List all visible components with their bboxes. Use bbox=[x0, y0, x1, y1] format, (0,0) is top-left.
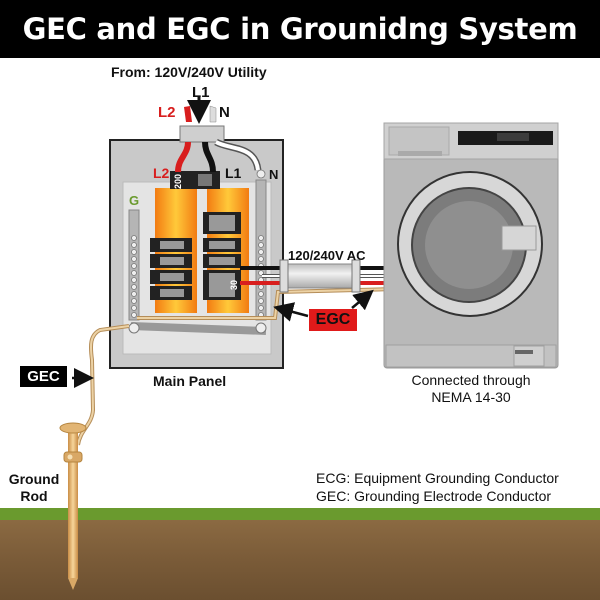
utility-source-label: From: 120V/240V Utility bbox=[111, 64, 267, 80]
page-title: GEC and EGC in Grounidng System bbox=[22, 12, 578, 46]
panel-terminal-l1: L1 bbox=[225, 165, 242, 181]
label-l2-top: L2 bbox=[158, 104, 176, 121]
wire-neutral bbox=[215, 140, 260, 171]
egc-tag: EGC bbox=[309, 309, 357, 331]
wire-l1 bbox=[202, 141, 216, 173]
washing-machine bbox=[383, 122, 559, 369]
main-panel: 30 200 bbox=[109, 139, 284, 369]
legend-egc: ECG: Equipment Grounding Conductor bbox=[316, 470, 559, 486]
egc-arrow-left bbox=[273, 302, 309, 322]
label-n-top: N bbox=[219, 104, 230, 121]
neutral-bar-label: N bbox=[269, 167, 279, 182]
wire-l2 bbox=[175, 141, 191, 173]
appliance-caption-line1: Connected through bbox=[411, 372, 531, 388]
title-bar bbox=[0, 0, 600, 58]
egc-arrow-right bbox=[351, 289, 374, 311]
soil bbox=[0, 520, 600, 600]
branch-breaker-rating: 30 bbox=[229, 280, 239, 290]
bonding-strap bbox=[130, 322, 267, 335]
service-entrance bbox=[179, 97, 225, 143]
main-panel-label: Main Panel bbox=[153, 373, 227, 389]
conduit-fitting-right bbox=[351, 259, 361, 293]
grass-strip bbox=[0, 508, 600, 520]
appliance-caption-line2: NEMA 14-30 bbox=[431, 389, 511, 405]
legend-gec: GEC: Grounding Electrode Conductor bbox=[316, 488, 552, 504]
gec-wire bbox=[77, 325, 130, 446]
detergent-drawer bbox=[388, 126, 450, 156]
gec-tag: GEC bbox=[20, 366, 67, 387]
panel-terminal-l2: L2 bbox=[153, 165, 170, 181]
ground-rod-label-line1: Ground bbox=[8, 471, 60, 487]
label-l1-top: L1 bbox=[192, 84, 210, 101]
conduit bbox=[284, 263, 356, 289]
ground-soil bbox=[0, 508, 600, 600]
door-handle bbox=[501, 225, 537, 251]
conduit-fitting-left bbox=[279, 259, 289, 293]
ground-bar-label: G bbox=[129, 193, 140, 208]
circuit-voltage-label: 120/240V AC bbox=[288, 248, 366, 263]
ground-rod bbox=[59, 422, 87, 590]
ground-rod-label-line2: Rod bbox=[20, 488, 48, 504]
main-breaker-rating: 200 bbox=[173, 174, 183, 189]
